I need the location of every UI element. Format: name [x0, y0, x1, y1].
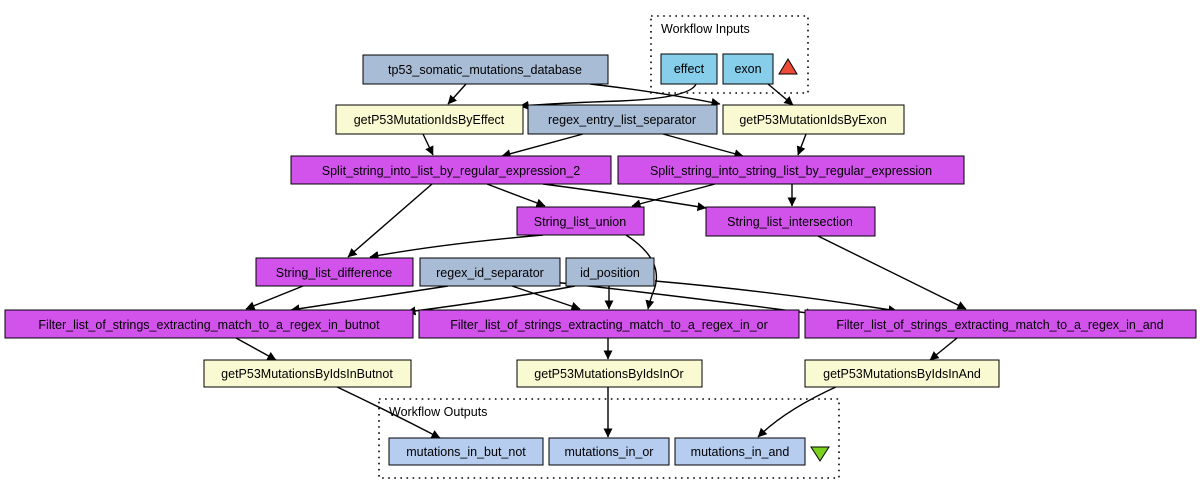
constant-tp53-database-label: tp53_somatic_mutations_database: [388, 63, 582, 77]
input-exon-label: exon: [734, 62, 761, 76]
beanshell-filter-or[interactable]: Filter_list_of_strings_extracting_match_…: [418, 309, 800, 339]
edge-db-to-get-by-effect: [447, 83, 467, 105]
constant-regex-id-separator[interactable]: regex_id_separator: [419, 257, 561, 287]
beanshell-split-2[interactable]: Split_string_into_list_by_regular_expres…: [290, 155, 612, 185]
beanshell-intersection-label: String_list_intersection: [727, 215, 853, 229]
service-get-butnot-label: getP53MutationsByIdsInButnot: [221, 367, 393, 381]
edge-regex-entry-to-split-2: [501, 133, 584, 159]
service-get-by-effect[interactable]: getP53MutationIdsByEffect: [335, 104, 524, 135]
outputs-marker-icon: [810, 446, 830, 462]
edge-get-by-effect-to-split-2: [422, 133, 434, 156]
edge-regex-entry-to-split-1: [662, 133, 744, 159]
edge-db-to-get-by-exon: [589, 83, 721, 107]
input-exon[interactable]: exon: [722, 53, 774, 85]
edge-split-1-to-union: [631, 183, 716, 209]
edge-regex-id-to-filter-or: [511, 285, 581, 311]
beanshell-union-label: String_list_union: [534, 215, 626, 229]
constant-id-position-label: id_position: [580, 266, 640, 280]
service-get-and[interactable]: getP53MutationsByIdsInAnd: [804, 359, 1000, 388]
edge-filter-and-to-get-and: [929, 337, 958, 361]
workflow-inputs-label: Workflow Inputs: [661, 22, 750, 36]
edge-split-2-to-union: [486, 183, 546, 208]
edge-split-2-to-intersection: [542, 183, 707, 212]
nodes: effect exon tp53_somatic_mutations_datab…: [4, 53, 1197, 466]
constant-regex-entry-separator-label: regex_entry_list_separator: [548, 113, 696, 127]
edge-id-position-to-filter-butnot: [406, 285, 576, 316]
edge-id-position-to-filter-and: [654, 280, 898, 315]
beanshell-split-1[interactable]: Split_string_into_string_list_by_regular…: [617, 155, 965, 185]
beanshell-filter-butnot-label: Filter_list_of_strings_extracting_match_…: [38, 318, 380, 332]
beanshell-intersection[interactable]: String_list_intersection: [705, 206, 876, 237]
service-get-by-effect-label: getP53MutationIdsByEffect: [354, 113, 505, 127]
service-get-and-label: getP53MutationsByIdsInAnd: [823, 367, 981, 381]
constant-regex-entry-separator[interactable]: regex_entry_list_separator: [527, 104, 718, 135]
edge-difference-to-filter-butnot: [245, 285, 304, 310]
inputs-marker-icon: [778, 58, 798, 75]
edge-get-and-to-out-and: [757, 385, 839, 438]
edge-get-by-exon-to-split-1: [796, 133, 807, 156]
edge-exon-to-get-by-exon: [767, 83, 794, 106]
service-get-by-exon[interactable]: getP53MutationIdsByExon: [722, 104, 905, 135]
edge-intersection-to-filter-and: [817, 235, 967, 310]
beanshell-union[interactable]: String_list_union: [516, 206, 645, 236]
service-get-butnot[interactable]: getP53MutationsByIdsInButnot: [203, 359, 412, 388]
input-effect[interactable]: effect: [660, 53, 718, 85]
output-mutations-in-or-label: mutations_in_or: [565, 445, 654, 459]
service-get-or[interactable]: getP53MutationsByIdsInOr: [516, 359, 703, 388]
beanshell-split-1-label: Split_string_into_string_list_by_regular…: [650, 164, 932, 178]
beanshell-filter-butnot[interactable]: Filter_list_of_strings_extracting_match_…: [4, 309, 414, 339]
beanshell-filter-and[interactable]: Filter_list_of_strings_extracting_match_…: [804, 309, 1197, 339]
constant-regex-id-separator-label: regex_id_separator: [436, 266, 544, 280]
constant-id-position[interactable]: id_position: [565, 257, 655, 287]
edge-filter-butnot-to-get-butnot: [235, 337, 277, 361]
workflow-outputs-label: Workflow Outputs: [389, 405, 487, 419]
edges: [235, 83, 967, 439]
output-mutations-in-but-not[interactable]: mutations_in_but_not: [388, 437, 544, 466]
edge-union-to-difference: [369, 234, 544, 260]
service-get-by-exon-label: getP53MutationIdsByExon: [739, 113, 886, 127]
beanshell-difference-label: String_list_difference: [276, 266, 393, 280]
edge-split-2-to-difference: [347, 183, 433, 258]
edge-get-butnot-to-out-butnot: [334, 385, 441, 439]
beanshell-filter-and-label: Filter_list_of_strings_extracting_match_…: [836, 318, 1163, 332]
edge-regex-id-to-filter-butnot: [290, 285, 449, 314]
workflow-inputs-cluster: Workflow Inputs: [650, 15, 809, 94]
output-mutations-in-or[interactable]: mutations_in_or: [548, 437, 670, 466]
workflow-outputs-cluster: Workflow Outputs: [378, 398, 840, 479]
edge-union-to-filter-or: [625, 234, 658, 310]
service-get-or-label: getP53MutationsByIdsInOr: [534, 367, 683, 381]
beanshell-difference[interactable]: String_list_difference: [255, 257, 414, 287]
edge-regex-id-to-filter-and: [552, 281, 816, 318]
output-mutations-in-and[interactable]: mutations_in_and: [674, 437, 806, 466]
input-effect-label: effect: [674, 62, 705, 76]
output-mutations-in-and-label: mutations_in_and: [691, 445, 790, 459]
beanshell-filter-or-label: Filter_list_of_strings_extracting_match_…: [450, 318, 768, 332]
output-mutations-in-but-not-label: mutations_in_but_not: [406, 445, 526, 459]
edge-effect-to-get-by-effect: [519, 83, 697, 110]
constant-tp53-database[interactable]: tp53_somatic_mutations_database: [362, 54, 609, 85]
beanshell-split-2-label: Split_string_into_list_by_regular_expres…: [322, 164, 581, 178]
